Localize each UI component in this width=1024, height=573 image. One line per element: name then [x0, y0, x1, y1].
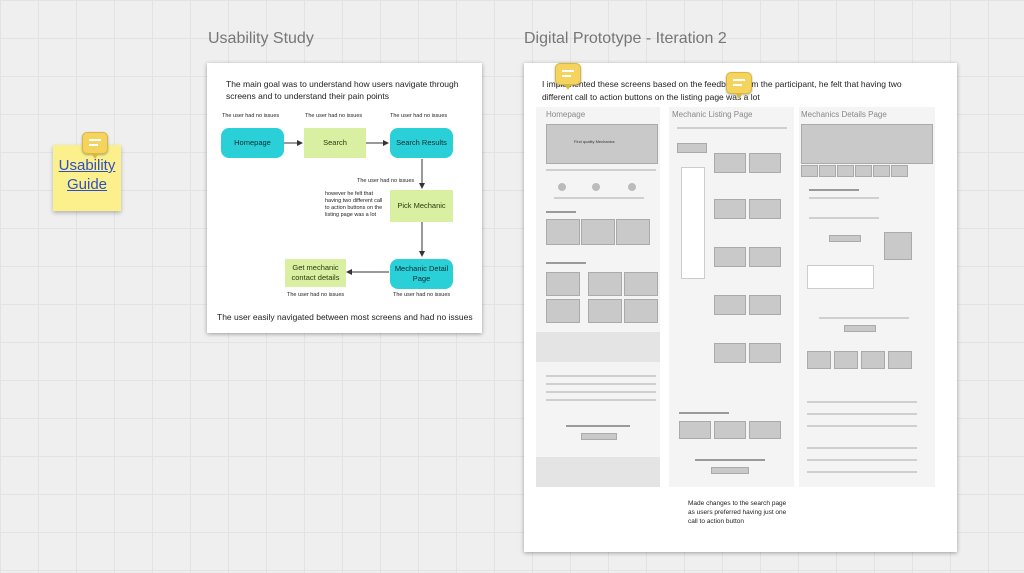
- usability-summary: The user easily navigated between most s…: [217, 312, 473, 322]
- note-search: The user had no issues: [305, 113, 363, 119]
- node-pick-mechanic: Pick Mechanic: [390, 190, 453, 222]
- note-detail: The user had no issues: [393, 292, 451, 298]
- details-wireframe: Mechanics Details Page: [799, 107, 935, 487]
- note-results: The user had no issues: [390, 113, 448, 119]
- node-homepage: Homepage: [221, 128, 284, 158]
- node-contact-details: Get mechanic contact details: [285, 259, 346, 287]
- note-felt: however he felt that having two differen…: [325, 191, 383, 218]
- hero-image: [546, 124, 658, 164]
- usability-guide-sticky[interactable]: Usability Guide: [53, 145, 121, 211]
- prototype-intro: I implemented these screens based on the…: [542, 79, 902, 102]
- flow-connectors: [284, 140, 425, 275]
- usability-guide-link[interactable]: Usability Guide: [58, 157, 116, 193]
- usability-card: The main goal was to understand how user…: [207, 63, 482, 333]
- prototype-note: Made changes to the search page as users…: [688, 500, 787, 525]
- usability-intro: The main goal was to understand how user…: [226, 79, 459, 101]
- note-homepage: The user had no issues: [222, 113, 280, 119]
- note-contact: The user had no issues: [287, 292, 345, 298]
- prototype-card: I implemented these screens based on the…: [524, 63, 957, 552]
- prototype-frame-title: Digital Prototype - Iteration 2: [524, 30, 727, 47]
- comment-icon[interactable]: [82, 132, 108, 159]
- details-title: Mechanics Details Page: [801, 110, 887, 119]
- homepage-title: Homepage: [546, 110, 586, 119]
- homepage-wireframe: Homepage Find quality Mechanics: [536, 107, 660, 487]
- node-search-results: Search Results: [390, 128, 453, 158]
- hero-text: Find quality Mechanics: [574, 139, 615, 144]
- listing-title: Mechanic Listing Page: [672, 110, 753, 119]
- usability-frame-title: Usability Study: [208, 30, 314, 47]
- comment-icon[interactable]: [555, 63, 581, 90]
- node-mechanic-detail: Mechanic Detail Page: [390, 259, 453, 289]
- node-search: Search: [304, 128, 366, 158]
- note-pick: The user had no issues: [357, 178, 415, 184]
- listing-wireframe: Mechanic Listing Page: [669, 107, 794, 487]
- comment-icon[interactable]: [726, 72, 752, 99]
